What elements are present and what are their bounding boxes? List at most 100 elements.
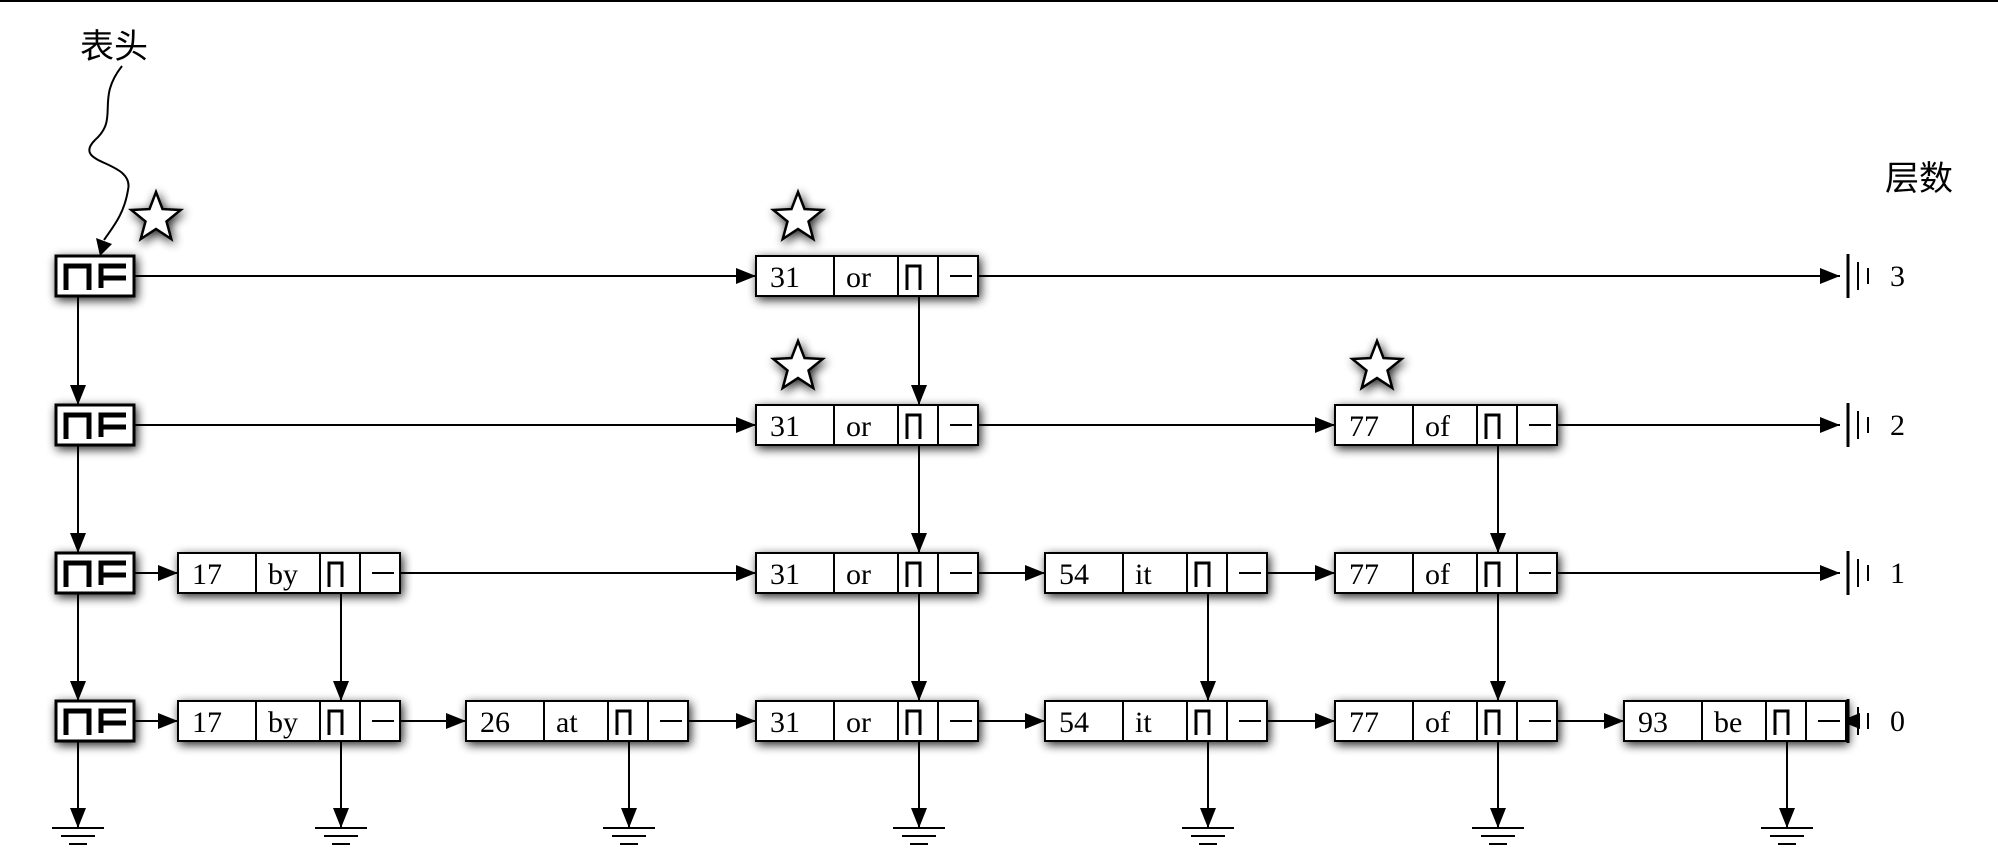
level-number: 0 (1890, 705, 1905, 738)
right-pointer-glyph (98, 708, 126, 733)
node-value: at (556, 706, 578, 739)
node-key: 54 (1059, 706, 1089, 739)
ground-arrow-head (333, 808, 349, 828)
node-box (1334, 404, 1558, 446)
link-arrow-level-1-head (158, 565, 178, 581)
node-key: 26 (480, 706, 510, 739)
head-cell-level-0 (54, 699, 136, 743)
node-value: or (846, 410, 871, 443)
head-cell-box (54, 254, 136, 298)
terminal-arrow-level-0-head (1840, 713, 1860, 729)
ground-symbols (52, 827, 1813, 845)
down-arrow-head (333, 681, 349, 701)
pointer-glyph (905, 264, 922, 290)
node-key: 31 (770, 558, 800, 591)
ground-arrow-head (911, 808, 927, 828)
down-pointer-glyph (63, 708, 92, 735)
node-box (755, 404, 979, 446)
star-icon (1348, 337, 1406, 391)
terminal-arrow-level-1-head (1820, 565, 1840, 581)
head-ground-arrow-head (70, 808, 86, 828)
down-arrow-head (911, 385, 927, 405)
node-box (755, 255, 979, 297)
link-arrow-level-0-head (736, 713, 756, 729)
down-arrow-head (911, 681, 927, 701)
node-26-level-0: 26 at (465, 700, 689, 742)
node-box (1044, 700, 1268, 742)
node-box (1334, 700, 1558, 742)
link-arrow-level-0-head (1315, 713, 1335, 729)
node-box (1044, 552, 1268, 594)
right-pointer-glyph (98, 412, 126, 437)
head-down-arrow-head (70, 533, 86, 553)
pointer-glyph (327, 561, 344, 587)
ground-arrow-head (621, 808, 637, 828)
node-key: 31 (770, 706, 800, 739)
node-key: 17 (192, 558, 222, 591)
down-arrow-head (911, 533, 927, 553)
pointer-glyph (905, 413, 922, 439)
node-key: 31 (770, 410, 800, 443)
pointer-glyph (1484, 709, 1501, 735)
node-value: be (1714, 706, 1742, 739)
down-arrow-head (1490, 533, 1506, 553)
pointer-glyph (1484, 561, 1501, 587)
head-cell-level-1 (54, 551, 136, 595)
node-31-level-2: 31 or (755, 404, 979, 446)
link-arrow-level-2-head (736, 417, 756, 433)
ground-arrow-head (1779, 808, 1795, 828)
terminal-arrow-level-3-head (1820, 268, 1840, 284)
node-value: of (1425, 558, 1450, 591)
node-value: by (268, 558, 298, 591)
pointer-glyph (1484, 413, 1501, 439)
pointer-glyph (615, 709, 632, 735)
terminal-arrow-level-2-head (1820, 417, 1840, 433)
right-pointer-glyph (98, 263, 126, 288)
level-number: 2 (1890, 409, 1905, 442)
down-pointer-glyph (63, 263, 92, 290)
head-pointer-arrow (88, 65, 130, 241)
node-value: it (1135, 558, 1152, 591)
head-pointer-arrowhead (96, 238, 112, 256)
node-17-level-0: 17 by (177, 700, 401, 742)
link-arrow-level-0-head (446, 713, 466, 729)
link-arrow-level-2-head (1315, 417, 1335, 433)
node-key: 77 (1349, 558, 1379, 591)
node-77-level-1: 77 of (1334, 552, 1558, 594)
link-arrow-level-1-head (736, 565, 756, 581)
pointer-glyph (327, 709, 344, 735)
ground-arrow-head (1490, 808, 1506, 828)
level-number: 3 (1890, 260, 1905, 293)
head-cell-box (54, 551, 136, 595)
link-arrow-level-0-head (1025, 713, 1045, 729)
link-arrow-level-0-head (1604, 713, 1624, 729)
head-down-arrow-head (70, 681, 86, 701)
star-icon (769, 337, 827, 391)
pointer-glyph (905, 561, 922, 587)
level-number: 1 (1890, 557, 1905, 590)
head-cell-level-2 (54, 403, 136, 447)
pointer-glyph (1773, 709, 1790, 735)
link-arrow-level-0-head (158, 713, 178, 729)
node-value: of (1425, 410, 1450, 443)
star-markers (127, 188, 1406, 391)
head-down-arrow-head (70, 385, 86, 405)
down-arrow-head (1490, 681, 1506, 701)
head-cell-level-3 (54, 254, 136, 298)
down-arrow-head (1200, 681, 1216, 701)
node-value: by (268, 706, 298, 739)
node-key: 17 (192, 706, 222, 739)
node-box (465, 700, 689, 742)
node-value: or (846, 261, 871, 294)
right-pointer-glyph (98, 560, 126, 585)
node-value: of (1425, 706, 1450, 739)
node-box (177, 552, 401, 594)
